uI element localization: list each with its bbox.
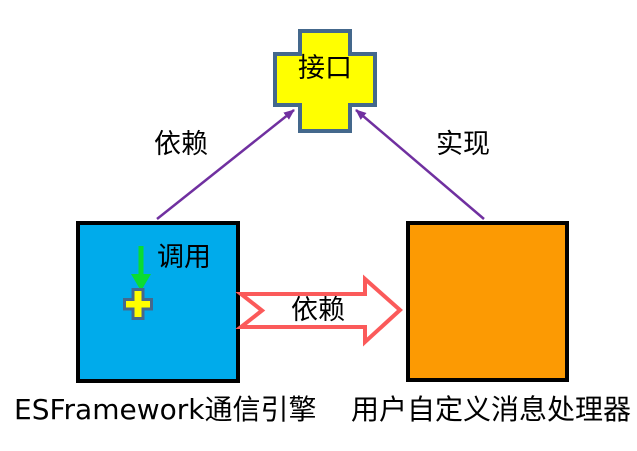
call-arrow-label: 调用 xyxy=(157,242,211,273)
implements-arrow-label: 实现 xyxy=(436,129,490,160)
engine-box xyxy=(76,221,240,383)
depends-arrow-line xyxy=(156,109,295,220)
interface-cross-shape xyxy=(273,29,377,133)
inner-plus-shape xyxy=(123,288,153,320)
implements-arrow-line xyxy=(355,109,485,220)
depends-arrow-label: 依赖 xyxy=(154,129,208,160)
dependency-block-arrow-label: 依赖 xyxy=(291,295,345,326)
handler-box-caption: 用户自定义消息处理器 xyxy=(350,393,631,426)
dependency-block-arrow xyxy=(235,274,403,347)
interface-node-label: 接口 xyxy=(298,53,352,84)
call-arrow-head-icon xyxy=(131,274,151,291)
engine-box-caption: ESFramework通信引擎 xyxy=(14,393,317,426)
handler-box xyxy=(406,221,569,382)
